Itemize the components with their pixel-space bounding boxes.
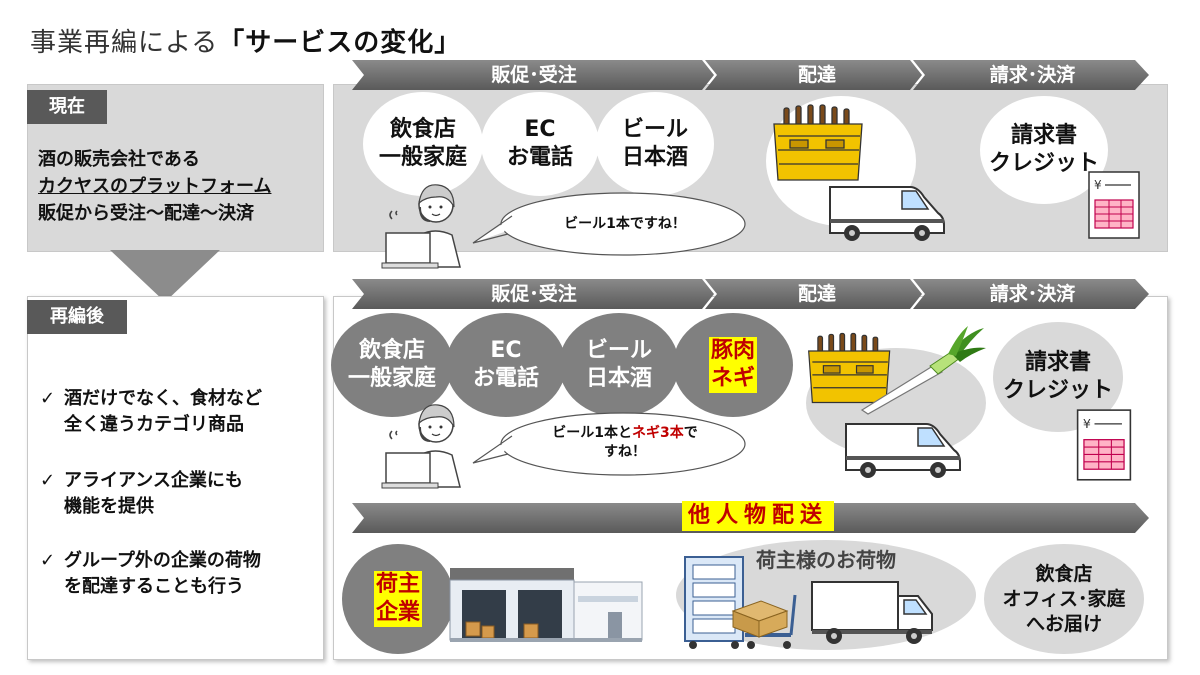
current-stage-delivery: 配達	[797, 64, 836, 86]
beer-crate-icon	[808, 332, 891, 404]
billing-circle: 請求書クレジット	[980, 96, 1108, 204]
customer-circle: 飲食店一般家庭	[331, 313, 453, 417]
shipper-circle: 荷主企業	[342, 544, 454, 654]
speech-bubble-text: ビール1本ですね！	[564, 216, 686, 232]
after-item-1: ✓酒だけでなく、食材など 全く違うカテゴリ商品	[40, 388, 262, 435]
after-stage-billing: 請求･決済	[989, 283, 1076, 305]
svg-text:¥: ¥	[1083, 416, 1091, 431]
product-circle: ビール日本酒	[559, 313, 679, 417]
current-description: 酒の販売会社である カクヤスのプラットフォーム 販促から受注～配達～決済	[38, 149, 272, 224]
page-title: 事業再編による「サービスの変化」	[30, 28, 462, 58]
svg-text:¥: ¥	[1094, 178, 1102, 192]
after-tag: 再編後	[27, 300, 127, 334]
current-stage-bar	[352, 60, 1149, 90]
product-circle: ビール日本酒	[596, 92, 714, 196]
delivery-van-icon	[829, 186, 945, 241]
warehouse-icon	[449, 568, 643, 642]
speech-bubble	[472, 192, 746, 256]
after-stage-sales: 販促･受注	[491, 283, 577, 305]
beer-crate-icon	[773, 104, 863, 181]
current-tag: 現在	[27, 90, 107, 124]
after-item-3: ✓グループ外の企業の荷物 を配達することも行う	[40, 550, 261, 597]
new-product-circle: 豚肉ネギ	[673, 313, 793, 417]
check-icon: ✓	[40, 388, 56, 409]
speech-bubble	[472, 412, 746, 476]
third-party-delivery-label: 他人物配送	[682, 501, 835, 531]
cargo-cart-icon	[684, 556, 797, 649]
cargo-label: 荷主様のお荷物	[756, 548, 896, 572]
title-highlight: 「サービスの変化」	[218, 28, 462, 58]
check-icon: ✓	[40, 470, 56, 491]
current-stage-sales: 販促･受注	[491, 64, 577, 86]
destination-circle: 飲食店 オフィス･家庭 へお届け	[984, 544, 1144, 654]
invoice-icon: ¥	[1076, 409, 1132, 481]
after-stage-bar	[352, 279, 1149, 309]
customer-circle: 飲食店一般家庭	[363, 92, 483, 196]
speech-bubble-text: ビール1本とネギ3本で すね！	[552, 425, 698, 460]
current-stage-billing: 請求･決済	[989, 64, 1076, 86]
delivery-truck-icon	[811, 581, 933, 644]
after-summary-panel	[27, 296, 324, 660]
delivery-van-icon	[845, 423, 961, 478]
check-icon: ✓	[40, 550, 56, 571]
operator-illustration	[381, 404, 461, 489]
after-stage-delivery: 配達	[797, 283, 836, 305]
operator-illustration	[381, 184, 461, 269]
after-item-2: ✓アライアンス企業にも 機能を提供	[40, 470, 243, 517]
transition-down-arrow	[110, 250, 220, 302]
leek-icon	[860, 326, 986, 415]
invoice-icon: ¥	[1088, 171, 1140, 239]
